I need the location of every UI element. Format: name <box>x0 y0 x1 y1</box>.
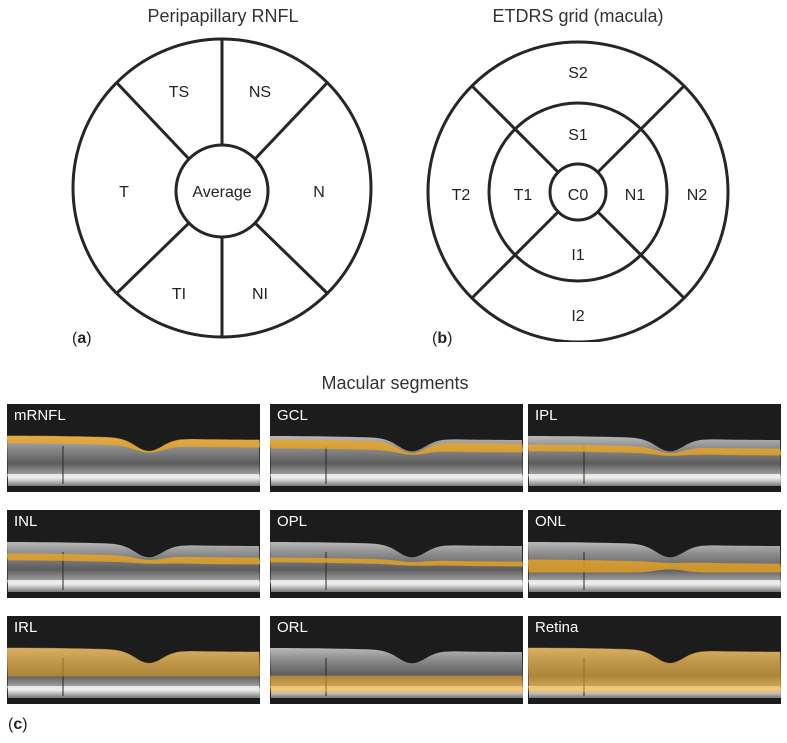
oct-scan-image <box>7 542 260 592</box>
panel-b-label: (b) <box>432 330 453 347</box>
sector-label-n: N <box>313 184 325 201</box>
etdrs-label-n2: N2 <box>687 187 708 204</box>
oct-scan-image <box>528 647 781 698</box>
rpe-band <box>270 580 523 584</box>
rpe-band <box>528 474 781 478</box>
sector-label-average: Average <box>192 184 251 201</box>
oct-scan-image <box>528 436 781 486</box>
panel-c-title: Macular segments <box>321 373 469 393</box>
panel-b-title: ETDRS grid (macula) <box>492 6 664 26</box>
segment-label: ONL <box>535 513 566 530</box>
etdrs-divider-upper-right <box>596 84 686 174</box>
segment-label: IRL <box>14 619 38 636</box>
etdrs-grid-diagram: S2 S1 T2 T1 C0 N1 N2 I1 I2 <box>426 40 730 342</box>
segment-label: IPL <box>535 407 558 424</box>
oct-segment-tile: Retina <box>528 616 781 704</box>
segment-overlay <box>270 557 523 567</box>
sector-label-ti: TI <box>172 286 186 303</box>
etdrs-divider-lower-left <box>470 210 560 300</box>
oct-segment-tile: IPL <box>528 404 781 492</box>
oct-scan-image <box>270 648 523 698</box>
segment-label: mRNFL <box>14 407 66 424</box>
segment-overlay <box>7 435 260 453</box>
etdrs-label-i2: I2 <box>571 308 584 325</box>
segment-overlay <box>528 444 781 456</box>
segment-label: OPL <box>277 513 308 530</box>
etdrs-divider-upper-left <box>470 84 560 174</box>
segment-overlay <box>7 553 260 565</box>
retina-tissue <box>270 542 523 592</box>
segment-overlay <box>270 675 523 693</box>
oct-segment-tile: ORL <box>270 616 523 704</box>
oct-scan-image <box>270 542 523 592</box>
etdrs-label-t2: T2 <box>452 187 471 204</box>
segment-overlay <box>270 439 523 455</box>
etdrs-label-i1: I1 <box>571 247 584 264</box>
rpe-band <box>7 686 260 690</box>
retina-tissue <box>7 436 260 486</box>
segment-label: ORL <box>277 619 308 636</box>
oct-scan-image <box>7 647 260 698</box>
sector-label-ni: NI <box>252 286 268 303</box>
rpe-band <box>7 474 260 478</box>
segment-overlay <box>528 647 781 693</box>
oct-segment-tile: mRNFL <box>7 404 260 492</box>
oct-segment-tile: ONL <box>528 510 781 598</box>
etdrs-label-c0: C0 <box>568 187 589 204</box>
peripapillary-rnfl-diagram: TS NS T Average N TI NI <box>71 37 373 339</box>
etdrs-label-s2: S2 <box>568 65 588 82</box>
sector-label-ts: TS <box>169 84 189 101</box>
panel-c-label: (c) <box>8 716 28 733</box>
rnfl-divider-upper-right <box>253 81 329 161</box>
etdrs-label-t1: T1 <box>514 187 533 204</box>
retina-tissue <box>7 542 260 592</box>
etdrs-outer-ring <box>426 40 730 342</box>
oct-scan-image <box>270 436 523 486</box>
oct-segment-tile: OPL <box>270 510 523 598</box>
sector-label-t: T <box>119 184 129 201</box>
etdrs-inner-ring <box>487 101 669 283</box>
panel-a-title: Peripapillary RNFL <box>147 6 299 26</box>
oct-scan-image <box>7 435 260 486</box>
etdrs-divider-lower-right <box>596 210 686 300</box>
segment-overlay <box>7 647 260 677</box>
etdrs-label-n1: N1 <box>625 187 646 204</box>
sector-label-ns: NS <box>249 84 271 101</box>
retina-tissue <box>528 436 781 486</box>
segment-label: GCL <box>277 407 308 424</box>
oct-scan-image <box>528 542 781 592</box>
rnfl-divider-lower-left <box>115 221 191 295</box>
rpe-band <box>270 474 523 478</box>
oct-segment-tile: GCL <box>270 404 523 492</box>
oct-segment-tile: INL <box>7 510 260 598</box>
segment-label: INL <box>14 513 38 530</box>
panel-a-label: (a) <box>72 330 92 347</box>
rnfl-divider-upper-left <box>115 81 191 161</box>
rpe-band <box>528 580 781 584</box>
etdrs-label-s1: S1 <box>568 127 588 144</box>
rpe-band <box>7 580 260 584</box>
oct-segment-tile: IRL <box>7 616 260 704</box>
etdrs-center-circle <box>548 162 608 222</box>
segment-overlay <box>528 559 781 573</box>
rnfl-divider-lower-right <box>253 221 329 295</box>
segment-label: Retina <box>535 619 579 636</box>
